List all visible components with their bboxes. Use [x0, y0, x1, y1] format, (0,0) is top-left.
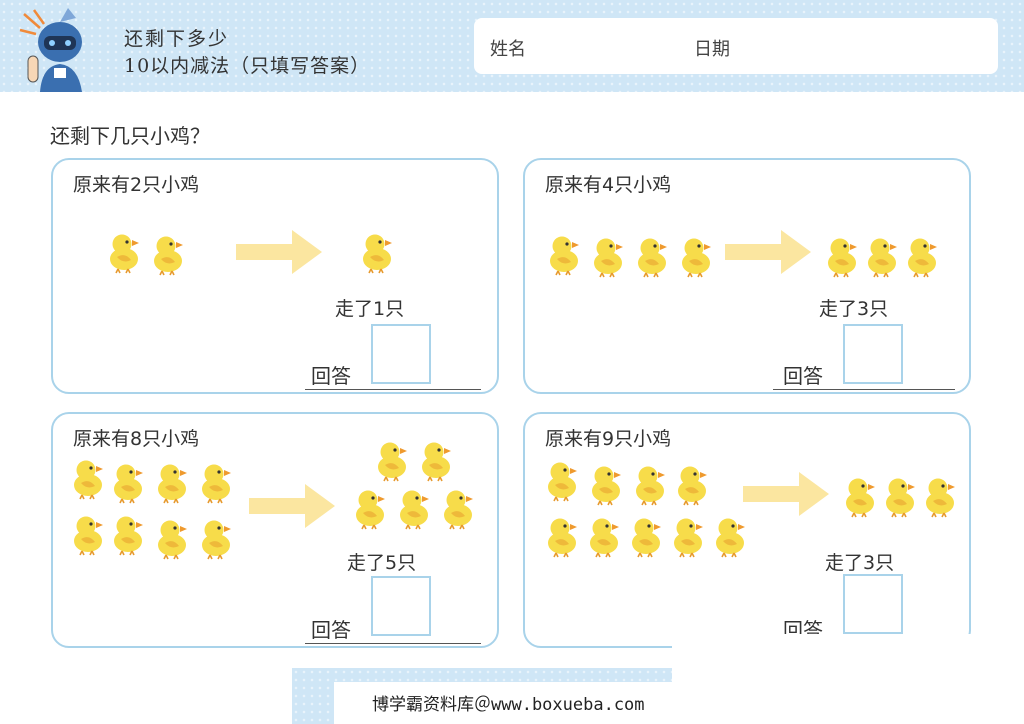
chick-icon: [195, 516, 235, 560]
chick-icon: [541, 458, 581, 502]
chick-icon: [356, 230, 396, 274]
arrow-right-icon: [725, 230, 811, 274]
chick-icon: [583, 514, 623, 558]
question-text: 还剩下几只小鸡？: [50, 124, 210, 148]
chick-icon: [667, 514, 707, 558]
arrow-right-icon: [249, 484, 335, 528]
answer-box[interactable]: [843, 574, 903, 634]
panel-title: 原来有4只小鸡: [545, 174, 672, 196]
problem-panel-2: 原来有4只小鸡 走了3只 回答: [523, 158, 971, 394]
problem-panel-1: 原来有2只小鸡 走了1只 回答: [51, 158, 499, 394]
answer-underline: [305, 643, 481, 644]
answer-box[interactable]: [371, 324, 431, 384]
mascot-illustration: [19, 8, 82, 92]
chick-icon: [151, 516, 191, 560]
chick-icon: [631, 234, 671, 278]
footer-label-box: [334, 682, 672, 724]
answer-underline: [773, 389, 955, 390]
chick-icon: [393, 486, 433, 530]
arrow-right-icon: [236, 230, 322, 274]
chick-icon: [587, 234, 627, 278]
date-label: 日期: [694, 39, 730, 60]
chick-icon: [541, 514, 581, 558]
worksheet-title: 还剩下多少: [124, 28, 230, 50]
name-label: 姓名: [490, 39, 526, 60]
chick-icon: [821, 234, 861, 278]
answer-label: 回答: [783, 364, 823, 388]
chick-icon: [195, 460, 235, 504]
panel-title: 原来有2只小鸡: [73, 174, 200, 196]
chick-icon: [103, 230, 143, 274]
worksheet-subtitle: 10以内减法（只填写答案）: [124, 55, 371, 77]
chick-icon: [349, 486, 389, 530]
problem-panel-3: 原来有8只小鸡 走了5只 回答: [51, 412, 499, 648]
panel-title: 原来有8只小鸡: [73, 428, 200, 450]
page-cut-area: [672, 634, 1024, 724]
chick-icon: [67, 512, 107, 556]
chick-icon: [437, 486, 477, 530]
name-date-box: 姓名 日期: [474, 18, 998, 74]
answer-label: 回答: [311, 364, 351, 388]
chick-icon: [879, 474, 919, 518]
chick-icon: [107, 512, 147, 556]
chick-icon: [675, 234, 715, 278]
chick-icon: [415, 438, 455, 482]
problem-panel-4: 原来有9只小鸡 走了3只 回答: [523, 412, 971, 648]
panel-title: 原来有9只小鸡: [545, 428, 672, 450]
chick-icon: [107, 460, 147, 504]
chick-icon: [839, 474, 879, 518]
answer-box[interactable]: [843, 324, 903, 384]
answer-label: 回答: [311, 618, 351, 642]
footer-watermark: 博学霸资料库＠www.boxueba.com: [372, 695, 645, 715]
chick-icon: [371, 438, 411, 482]
chick-icon: [671, 462, 711, 506]
arrow-right-icon: [743, 472, 829, 516]
chick-icon: [543, 232, 583, 276]
away-text: 走了3只: [825, 552, 895, 574]
chick-icon: [147, 232, 187, 276]
answer-underline: [305, 389, 481, 390]
chick-icon: [919, 474, 959, 518]
chick-icon: [67, 456, 107, 500]
chick-icon: [861, 234, 901, 278]
chick-icon: [625, 514, 665, 558]
chick-icon: [629, 462, 669, 506]
away-text: 走了5只: [347, 552, 417, 574]
chick-icon: [585, 462, 625, 506]
chick-icon: [901, 234, 941, 278]
away-text: 走了3只: [819, 298, 889, 320]
away-text: 走了1只: [335, 298, 405, 320]
chick-icon: [151, 460, 191, 504]
answer-box[interactable]: [371, 576, 431, 636]
chick-icon: [709, 514, 749, 558]
